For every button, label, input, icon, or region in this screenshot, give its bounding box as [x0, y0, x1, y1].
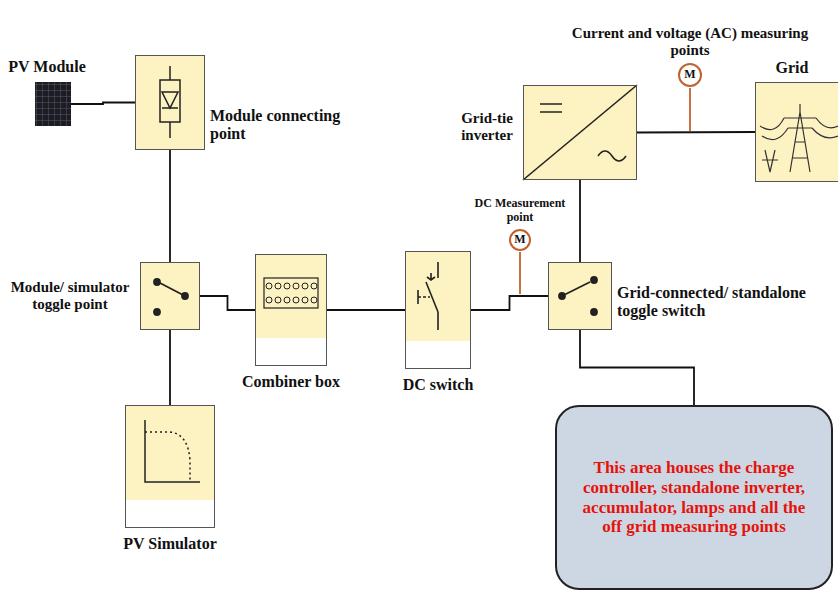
measure-label: DC Measurement point [470, 197, 570, 225]
pv-panel [35, 82, 71, 126]
measuring-point: DC Measurement pointM [509, 229, 531, 251]
meter-letter: M [684, 68, 695, 82]
terminal-block-symbol [264, 278, 318, 308]
wire [579, 180, 581, 262]
wire [471, 296, 548, 310]
module-label: PV Module [8, 58, 85, 76]
wire [71, 103, 135, 105]
diode-symbol [160, 66, 180, 138]
pylon-symbol [760, 104, 838, 172]
simulator-box: PV Simulator [125, 405, 215, 528]
grid-box: Grid [755, 82, 838, 182]
switch-symbol [418, 262, 438, 330]
pv-module: PV Module [35, 82, 71, 126]
probe-lead [689, 88, 691, 131]
area-note: This area houses the charge controller, … [573, 458, 815, 536]
wire [200, 296, 255, 310]
meter-letter: M [514, 233, 525, 247]
toggle-box: Grid-connected/ standalone toggle switch [548, 262, 612, 330]
measuring-point: Current and voltage (AC) measuring point… [678, 63, 702, 87]
iv-curve-symbol [145, 420, 200, 482]
box-label: Grid [776, 59, 809, 77]
wire [637, 131, 755, 133]
switch-box: DC switch [405, 251, 471, 369]
box-label: Module/ simulator toggle point [5, 279, 135, 314]
combiner-box: Combiner box [255, 254, 327, 366]
connection-box: Module connecting point [135, 55, 205, 150]
inverter-symbol [523, 85, 637, 180]
measure-label: Current and voltage (AC) measuring point… [565, 25, 815, 60]
box-label: Grid-tie inverter [456, 109, 518, 144]
wire [169, 150, 171, 262]
toggle-box: Module/ simulator toggle point [140, 262, 200, 330]
probe-lead [519, 252, 521, 294]
box-label: PV Simulator [123, 535, 216, 553]
box-label: Grid-connected/ standalone toggle switch [617, 284, 835, 321]
offgrid-area: This area houses the charge controller, … [555, 405, 833, 590]
inverter-box: Grid-tie inverter [523, 85, 637, 180]
toggle-symbol [154, 279, 188, 315]
wire [169, 330, 171, 405]
wire [580, 330, 694, 405]
toggle-symbol [559, 277, 597, 315]
box-label: Combiner box [242, 373, 340, 391]
wire [327, 309, 405, 311]
box-label: DC switch [403, 376, 474, 394]
box-label: Module connecting point [210, 106, 360, 143]
